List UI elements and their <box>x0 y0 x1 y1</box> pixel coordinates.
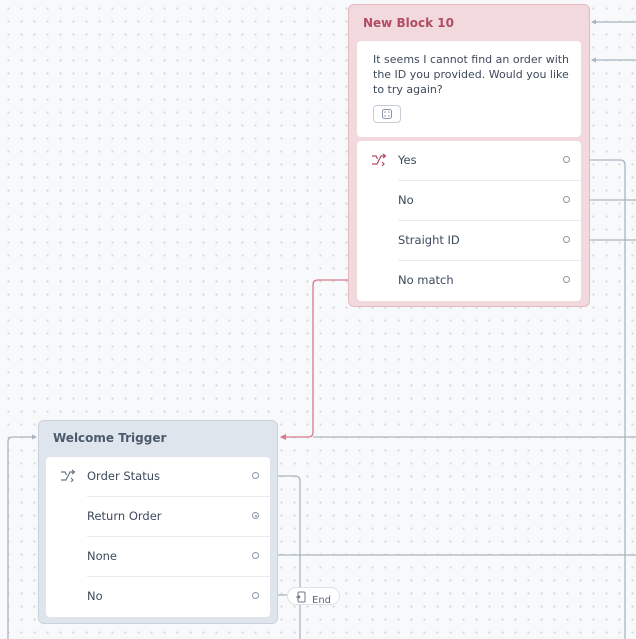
new-block-title: New Block 10 <box>363 16 454 30</box>
end-node[interactable]: End <box>287 587 341 606</box>
choice-row-no-match[interactable]: No match <box>357 261 581 301</box>
choices-panel: Yes No Straight ID No match <box>357 141 581 301</box>
arrowhead-no-match <box>280 434 286 440</box>
exit-door-icon <box>296 591 306 603</box>
output-port[interactable] <box>252 592 259 599</box>
choice-row-straight-id[interactable]: Straight ID <box>357 221 581 261</box>
choice-row-no[interactable]: No <box>46 577 270 617</box>
connector-no-match <box>284 279 352 438</box>
output-port[interactable] <box>563 276 570 283</box>
dice-icon <box>382 109 392 119</box>
arrowhead-left-input <box>32 434 37 440</box>
choice-row-none[interactable]: None <box>46 537 270 577</box>
output-port[interactable] <box>252 472 259 479</box>
message-card[interactable]: It seems I cannot find an order with the… <box>357 41 581 137</box>
divider <box>87 576 270 577</box>
end-label: End <box>312 595 332 606</box>
output-port[interactable] <box>563 236 570 243</box>
output-port[interactable] <box>563 156 570 163</box>
divider <box>398 260 581 261</box>
choice-row-return-order[interactable]: Return Order <box>46 497 270 537</box>
choice-label: None <box>87 549 118 563</box>
output-port[interactable] <box>252 552 259 559</box>
choice-row-no[interactable]: No <box>357 181 581 221</box>
new-block-10[interactable]: New Block 10 It seems I cannot find an o… <box>348 4 590 307</box>
choice-row-order-status[interactable]: Order Status <box>46 457 270 497</box>
welcome-block-title: Welcome Trigger <box>53 431 167 445</box>
choice-label: No <box>398 193 414 207</box>
connector-left-input <box>7 436 36 639</box>
welcome-trigger-block[interactable]: Welcome Trigger Order Status Return Orde… <box>38 420 278 624</box>
connector-yes <box>570 159 626 639</box>
choice-label: Order Status <box>87 469 160 483</box>
choice-label: No match <box>398 273 454 287</box>
choice-row-yes[interactable]: Yes <box>357 141 581 181</box>
divider <box>398 220 581 221</box>
divider <box>87 496 270 497</box>
output-port[interactable] <box>252 512 259 519</box>
divider <box>398 180 581 181</box>
randomize-button[interactable] <box>373 105 401 123</box>
choice-label: Yes <box>398 153 417 167</box>
arrowhead-incoming-1 <box>591 19 596 25</box>
arrowhead-incoming-2 <box>591 57 596 63</box>
output-port[interactable] <box>563 196 570 203</box>
choice-label: Return Order <box>87 509 162 523</box>
choices-panel: Order Status Return Order None No <box>46 457 270 617</box>
choice-label: No <box>87 589 103 603</box>
branch-icon <box>372 153 387 167</box>
choice-label: Straight ID <box>398 233 460 247</box>
divider <box>87 536 270 537</box>
message-text: It seems I cannot find an order with the… <box>373 53 570 96</box>
connector-order-status <box>262 475 301 639</box>
branch-icon <box>61 469 76 483</box>
